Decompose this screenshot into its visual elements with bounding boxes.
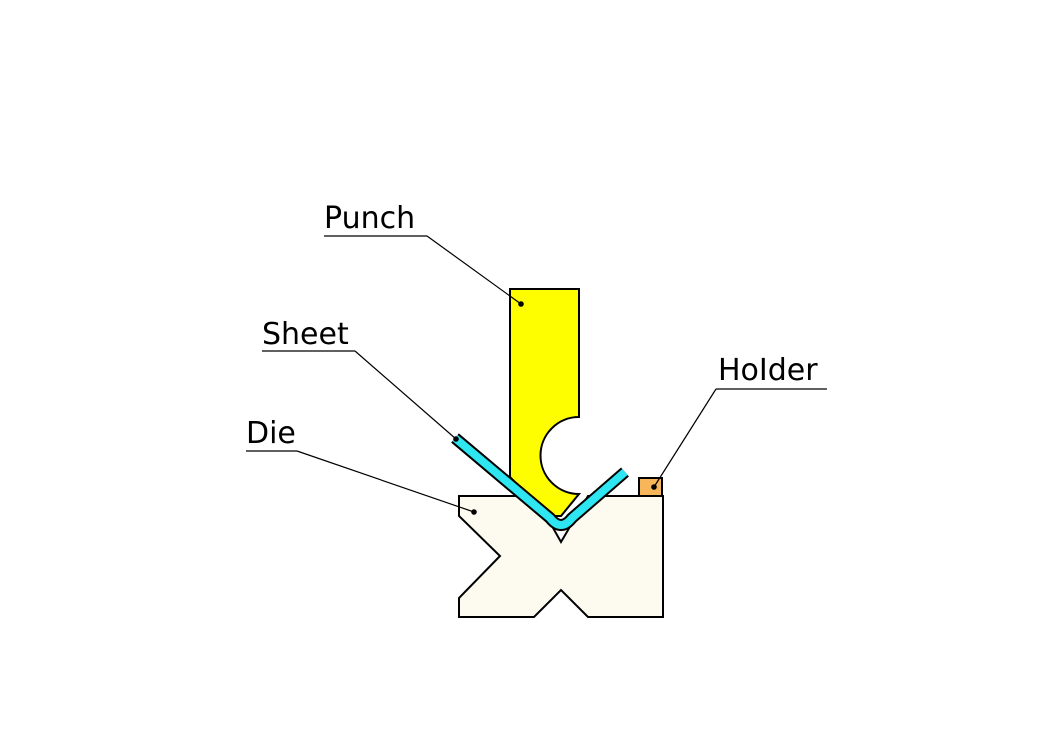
die-leader-dot xyxy=(471,509,477,515)
holder-leader-line xyxy=(653,388,717,488)
die-label: Die xyxy=(246,416,296,451)
sheet-leader-line xyxy=(354,350,457,440)
punch-label: Punch xyxy=(324,201,415,236)
holder-leader-dot xyxy=(651,484,657,490)
punch-leader-line xyxy=(426,235,522,305)
punch-leader-dot xyxy=(518,301,524,307)
sheet-leader-dot xyxy=(453,436,459,442)
sheet-fill xyxy=(452,434,628,529)
die-shape xyxy=(458,495,664,618)
holder-label: HoIder xyxy=(718,353,818,388)
sheet-label: Sheet xyxy=(262,317,349,352)
punch-shape xyxy=(509,288,582,517)
die-leader-line xyxy=(296,450,475,513)
